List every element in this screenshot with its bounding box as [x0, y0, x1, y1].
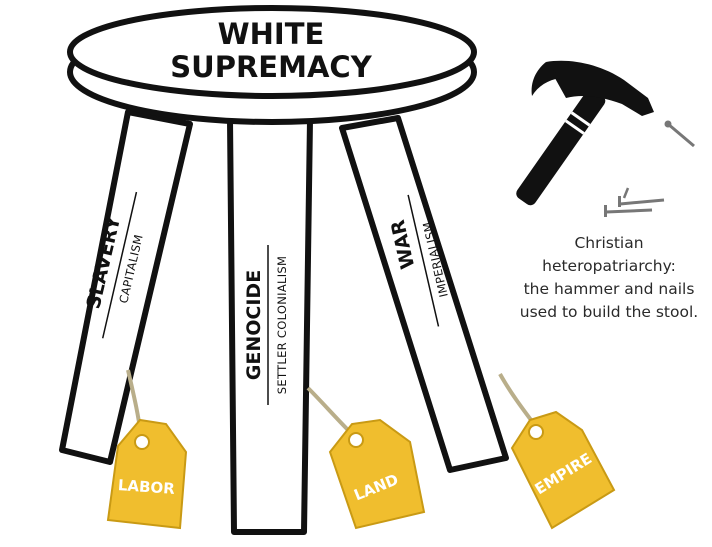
nails	[604, 120, 695, 217]
price-tag-icon	[106, 418, 188, 530]
tag-label-labor: LABOR	[117, 476, 175, 498]
empire-price-tag: EMPIRE	[498, 373, 616, 530]
hammer-icon	[516, 60, 654, 206]
caption-line-1: Christian	[574, 234, 644, 252]
nail-icon	[604, 205, 653, 217]
right-leg	[339, 115, 509, 473]
land-price-tag: LAND	[306, 386, 426, 530]
labor-price-tag: LABOR	[106, 369, 188, 530]
nail-icon	[618, 196, 665, 207]
caption-line-4: used to build the stool.	[519, 303, 699, 321]
leg-label-genocide: GENOCIDE	[243, 270, 265, 380]
price-tag-icon	[510, 410, 616, 530]
seat-title-line1: WHITE	[218, 17, 325, 51]
leg-sublabel-settler-colonialism: SETTLER COLONIALISM	[275, 256, 289, 394]
caption-line-2: heteropatriarchy:	[542, 257, 676, 275]
caption-line-3: the hammer and nails	[523, 280, 695, 298]
middle-leg	[227, 117, 313, 535]
stool-seat: WHITE SUPREMACY	[67, 5, 477, 125]
left-leg	[59, 109, 193, 465]
nail-icon	[622, 187, 630, 199]
seat-title-line2: SUPREMACY	[170, 50, 372, 84]
stool-legs	[59, 109, 509, 535]
middle-leg-labels: GENOCIDE SETTLER COLONIALISM	[243, 245, 289, 405]
price-tag-icon	[328, 418, 426, 530]
hammer-caption: Christian heteropatriarchy: the hammer a…	[506, 232, 712, 324]
nail-icon	[664, 120, 695, 148]
